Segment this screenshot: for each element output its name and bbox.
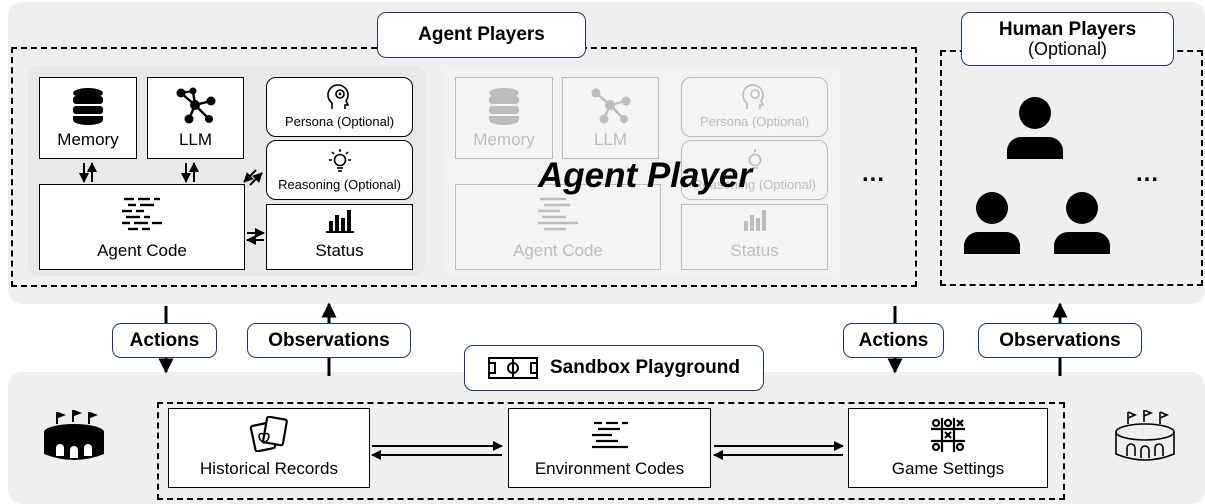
status-label-faded: Status: [730, 241, 779, 260]
environment-codes-box[interactable]: Environment Codes: [508, 408, 711, 488]
status-box-faded: Status: [681, 204, 828, 270]
head-gear-icon: [741, 84, 764, 109]
observations-label-right: Observations: [978, 323, 1142, 358]
llm-box[interactable]: LLM: [147, 77, 244, 159]
stadium-icon: [44, 410, 104, 460]
user-icon: [1007, 97, 1063, 159]
network-icon: [591, 88, 630, 124]
stadium-icon: [1115, 410, 1175, 461]
memory-box-faded: Memory: [455, 77, 553, 159]
reasoning-label-faded: Reasoning (Optional): [693, 177, 816, 192]
code-lines-icon: [591, 421, 628, 449]
agent-code-box[interactable]: Agent Code: [39, 184, 245, 270]
field-icon: [487, 357, 538, 379]
human-players-title: Human Players (Optional): [961, 12, 1174, 66]
llm-box-faded: LLM: [562, 77, 659, 159]
database-icon: [489, 88, 519, 125]
historical-records-label: Historical Records: [200, 459, 338, 478]
memory-box[interactable]: Memory: [39, 77, 137, 159]
reasoning-box[interactable]: Reasoning (Optional): [266, 140, 413, 200]
agent-players-title: Agent Players: [377, 12, 586, 58]
game-settings-box[interactable]: Game Settings: [848, 408, 1048, 488]
user-icon: [1054, 192, 1110, 254]
llm-label-faded: LLM: [593, 130, 628, 149]
lightbulb-icon: [328, 149, 351, 172]
status-label: Status: [315, 241, 364, 260]
status-box[interactable]: Status: [266, 204, 413, 270]
humans-ellipsis: ...: [1136, 160, 1160, 187]
persona-label: Persona (Optional): [284, 114, 395, 129]
photos-icon: [249, 416, 288, 452]
agent-player-overlay-label: Agent Player: [538, 156, 752, 195]
persona-box-faded: Persona (Optional): [681, 77, 828, 137]
persona-label-faded: Persona (Optional): [699, 114, 810, 129]
memory-label: Memory: [57, 130, 119, 149]
code-lines-icon: [538, 197, 578, 231]
agent-card-faded: [443, 66, 840, 276]
agent-code-label-faded: Agent Code: [513, 241, 603, 260]
sandbox-frame: [157, 402, 1065, 500]
tic-tac-toe-icon: [931, 418, 965, 452]
bar-chart-icon: [325, 210, 354, 233]
agent-code-box-faded: Agent Code: [455, 184, 661, 270]
memory-label-faded: Memory: [473, 130, 535, 149]
observations-label-left: Observations: [247, 323, 411, 358]
lightbulb-icon: [748, 149, 761, 169]
network-icon: [176, 87, 215, 124]
agents-ellipsis: ...: [862, 160, 886, 187]
game-settings-label: Game Settings: [891, 459, 1005, 478]
actions-label-right: Actions: [843, 323, 944, 358]
head-gear-icon: [326, 84, 349, 109]
environment-codes-label: Environment Codes: [534, 459, 685, 478]
bar-chart-icon: [743, 210, 766, 231]
reasoning-box-faded: Reasoning (Optional): [681, 140, 828, 200]
actions-label-left: Actions: [112, 323, 217, 358]
code-lines-icon: [122, 197, 162, 231]
user-icon: [964, 192, 1020, 254]
agent-code-label: Agent Code: [97, 241, 187, 260]
llm-label: LLM: [178, 130, 213, 149]
reasoning-label: Reasoning (Optional): [278, 177, 401, 192]
historical-records-box[interactable]: Historical Records: [168, 408, 370, 488]
database-icon: [73, 88, 103, 125]
sandbox-title: Sandbox Playground: [464, 345, 764, 391]
persona-box[interactable]: Persona (Optional): [266, 77, 413, 137]
